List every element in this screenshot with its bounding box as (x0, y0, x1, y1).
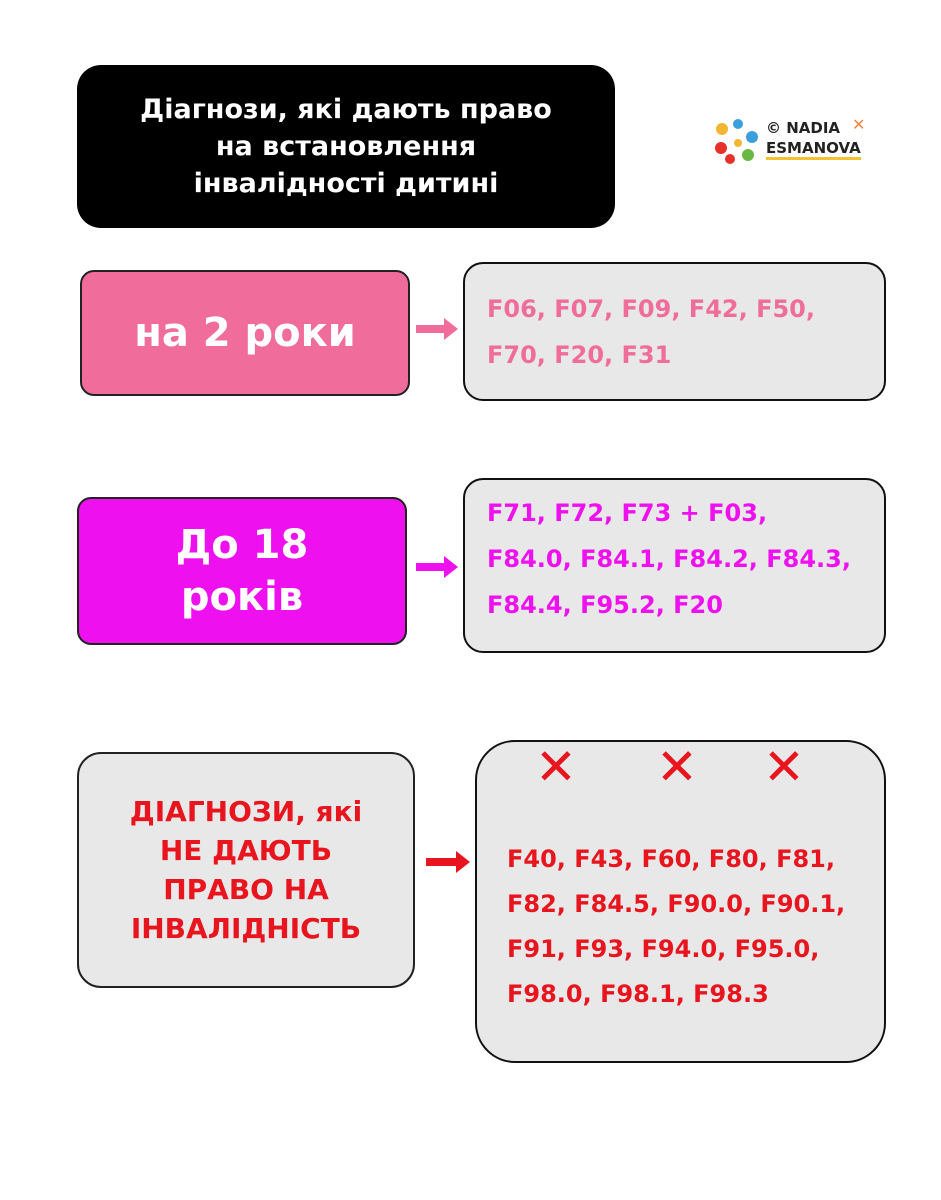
label-until-18: До 18 років (77, 497, 407, 645)
codes-line: F82, F84.5, F90.0, F90.1, (507, 889, 846, 918)
codes-line: F40, F43, F60, F80, F81, (507, 844, 835, 873)
label-not-eligible: ДІАГНОЗИ, які НЕ ДАЮТЬ ПРАВО НА ІНВАЛІДН… (77, 752, 415, 988)
arrow-icon (416, 318, 458, 340)
label-text: До 18 (175, 522, 309, 568)
codes-line: F84.4, F95.2, F20 (487, 591, 723, 619)
codes-line: F06, F07, F09, F42, F50, (487, 294, 815, 323)
logo-star-icon: ✕ (852, 115, 866, 134)
codes-line: F98.0, F98.1, F98.3 (507, 979, 769, 1008)
cross-icon: ✕ (656, 738, 698, 796)
label-text: ІНВАЛІДНІСТЬ (130, 912, 362, 945)
logo-text-2: ESMANOVA (766, 139, 861, 160)
codes-line: F84.0, F84.1, F84.2, F84.3, (487, 545, 851, 573)
codes-until-18: F71, F72, F73 + F03, F84.0, F84.1, F84.2… (463, 478, 886, 653)
codes-2-years: F06, F07, F09, F42, F50, F70, F20, F31 (463, 262, 886, 401)
label-2-years: на 2 роки (80, 270, 410, 396)
codes-line: F91, F93, F94.0, F95.0, (507, 934, 820, 963)
logo-flower-icon (715, 119, 758, 164)
title-line: на встановлення (215, 131, 477, 162)
title-line: Діагнози, які дають право (140, 94, 552, 125)
logo-text-1: © NADIA (766, 119, 841, 137)
title-line: інвалідності дитині (193, 168, 499, 199)
cross-icon: ✕ (535, 738, 577, 796)
arrow-icon (416, 556, 458, 578)
label-text: ПРАВО НА (163, 873, 329, 906)
codes-line: F71, F72, F73 + F03, (487, 499, 768, 527)
cross-icon: ✕ (763, 738, 805, 796)
arrow-icon (426, 851, 470, 873)
label-text: НЕ ДАЮТЬ (159, 834, 333, 867)
logo: © NADIA ESMANOVA ✕ (712, 115, 877, 170)
title-banner: Діагнози, які дають право на встановленн… (77, 65, 615, 228)
label-text: ДІАГНОЗИ, які (129, 795, 363, 828)
codes-line: F70, F20, F31 (487, 340, 672, 369)
label-text: на 2 роки (134, 310, 356, 356)
codes-not-eligible: F40, F43, F60, F80, F81, F82, F84.5, F90… (475, 740, 886, 1063)
label-text: років (180, 574, 304, 620)
